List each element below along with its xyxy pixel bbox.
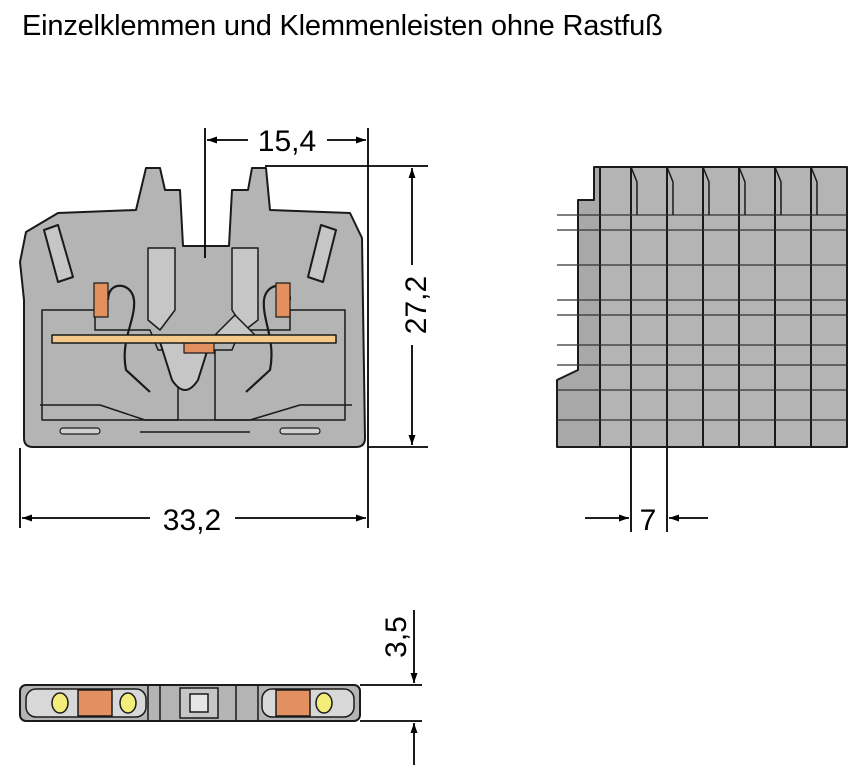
bottom-frame (40, 404, 352, 421)
dim-height: 27,2 (400, 276, 433, 334)
bottom-slot-left (59, 427, 101, 435)
front-view (19, 167, 366, 448)
dim-top-width: 15,4 (258, 125, 316, 158)
led-left (51, 692, 69, 714)
side-top-notches (630, 166, 818, 215)
left-latch (43, 224, 74, 283)
spring-left (106, 284, 151, 393)
dimension-lines (19, 128, 708, 765)
side-end-plate (556, 166, 601, 448)
bottom-center-block (179, 687, 219, 719)
bottom-clamp-right (275, 689, 311, 717)
terminal-body (19, 167, 366, 448)
bottom-center-slot (189, 693, 209, 713)
bottom-dividers (147, 685, 259, 721)
dim-total-width: 33,2 (163, 504, 221, 537)
page-title: Einzelklemmen und Klemmenleisten ohne Ra… (22, 10, 663, 42)
side-view (556, 166, 848, 448)
clamp-left (93, 282, 109, 318)
led-right (315, 692, 333, 714)
side-horizontal-lines (557, 214, 847, 421)
bottom-clamp-left (77, 689, 113, 717)
led-center (119, 692, 137, 714)
bottom-view (19, 684, 361, 722)
side-module-1 (599, 166, 632, 448)
dim-base-height: 3,5 (380, 616, 413, 658)
dim-pitch: 7 (640, 504, 657, 537)
center-pillar (147, 247, 176, 331)
clamp-right (275, 282, 291, 318)
center-contact (159, 341, 211, 391)
bus-bar (51, 334, 337, 344)
center-pillar-right (231, 247, 259, 331)
right-latch (307, 224, 337, 283)
bottom-slot-right (279, 427, 321, 435)
